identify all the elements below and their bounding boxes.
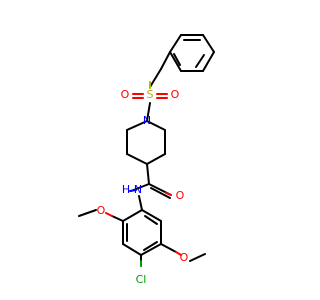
benzene-bond — [169, 34, 182, 53]
sulfur-carbon-bond — [149, 68, 162, 88]
piperidine-bond — [146, 120, 166, 131]
amide-hydrogen-label: H — [122, 183, 130, 196]
benzene-bond — [202, 51, 215, 72]
sulfur-nitrogen-bond — [146, 102, 151, 122]
carbonyl-oxygen-label: O — [176, 189, 185, 202]
benzene-bond — [202, 34, 215, 53]
chlorine-label: Cl — [136, 273, 147, 286]
sulfonyl-oxygen-right-label: O — [171, 88, 180, 101]
piperidine-bond — [146, 153, 166, 165]
bond-lines — [78, 34, 215, 267]
aryl-inner-bond — [143, 241, 158, 251]
sulfonyl-oxygen-left-label: O — [121, 88, 130, 101]
piperidine-nitrogen-label: N — [143, 114, 151, 127]
carbonyl-oxygen-bond-color — [165, 192, 172, 196]
right-methoxy-oxygen-label: O — [180, 251, 189, 264]
benzene-inner-bond — [173, 53, 181, 66]
methoxy-left-bond — [111, 215, 124, 222]
methoxy-right-methyl-bond — [189, 253, 206, 262]
benzene-bond — [169, 51, 182, 72]
aryl-bond — [140, 243, 162, 256]
sulfur-label: S — [147, 88, 154, 101]
amide-carbon-bond — [146, 163, 150, 185]
piperidine-bond — [126, 153, 148, 165]
molecule-canvas: S O O N O H N O O Cl — [78, 34, 215, 286]
atom-labels: S O O N O H N O O Cl — [97, 88, 189, 286]
benzyl-bond — [160, 51, 171, 70]
aryl-bond — [141, 209, 162, 222]
right-methoxy-oxygen-color-segment — [175, 251, 182, 256]
left-methoxy-oxygen-color-segment — [105, 212, 113, 217]
molecule-structure: S O O N O H N O O Cl — [78, 34, 215, 286]
methoxy-right-bond — [160, 243, 177, 253]
aryl-bond — [122, 209, 143, 222]
heteroatom-color-overlays — [105, 81, 182, 267]
amide-nitrogen-label: N — [134, 183, 142, 196]
methoxy-left-methyl-bond — [78, 209, 97, 217]
carbonyl-double-bond — [150, 187, 171, 199]
aryl-nitrogen-bond — [138, 195, 143, 211]
piperidine-bond — [126, 120, 148, 131]
aryl-bond — [122, 243, 142, 256]
amide-nitrogen-color-segment — [129, 189, 137, 192]
benzene-inner-bond — [195, 54, 205, 68]
aryl-inner-bond — [144, 215, 158, 225]
left-methoxy-oxygen-label: O — [97, 204, 106, 217]
